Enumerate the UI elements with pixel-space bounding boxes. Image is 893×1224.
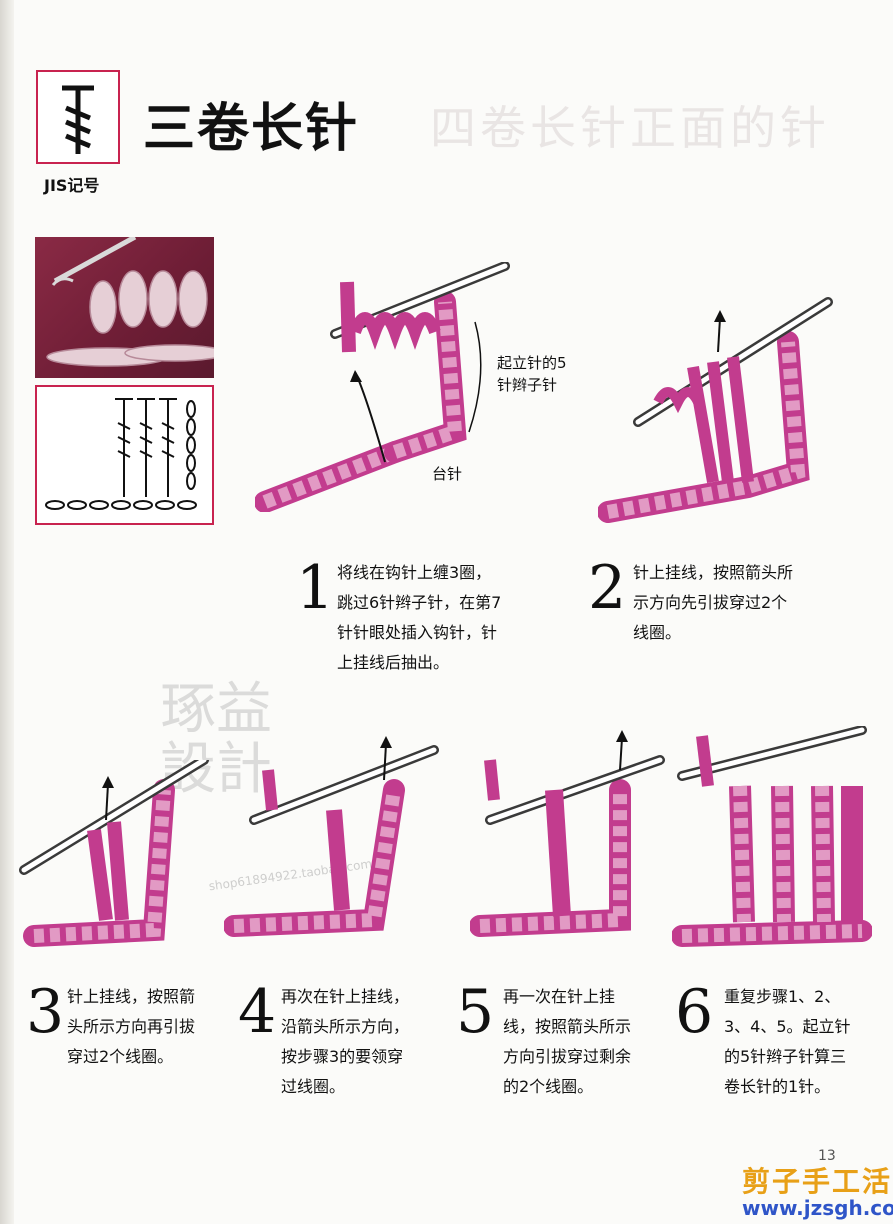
step-number-2: 2 — [588, 553, 627, 623]
page-number: 13 — [818, 1148, 836, 1164]
step-number-1: 1 — [296, 553, 335, 623]
step-text-3: 针上挂线，按照箭 头所示方向再引拔 穿过2个线圈。 — [67, 987, 196, 1066]
stitch-photo — [35, 237, 214, 378]
base-stitch-label: 台针 — [432, 465, 463, 483]
step3-illustration — [14, 755, 210, 950]
step-text-2: 针上挂线，按照箭头所 示方向先引拔穿过2个 线圈。 — [633, 563, 794, 642]
book-binding-shadow — [0, 0, 14, 1224]
watermark-site-name: 剪子手工活 — [742, 1165, 893, 1198]
bleed-through-text: 四卷长针正面的针 — [430, 101, 830, 155]
watermark-seal: 琢益 設計 — [160, 677, 272, 802]
step-number-6: 6 — [675, 977, 714, 1047]
step-number-5: 5 — [456, 977, 495, 1047]
step6-illustration — [671, 725, 873, 952]
step1-illustration — [254, 261, 555, 513]
step5-illustration — [469, 730, 670, 950]
stand-chain-label: 起立针的5 针辫子针 — [497, 354, 567, 394]
stitch-chart-diagram — [35, 385, 214, 525]
step-text-1: 将线在钩针上缠3圈， 跳过6针辫子针，在第7 针针眼处插入钩针，针 上挂线后抽出… — [337, 563, 502, 672]
step-number-3: 3 — [26, 977, 65, 1047]
step4-illustration — [223, 730, 444, 950]
jis-label: JIS记号 — [44, 176, 100, 195]
treble-crochet-symbol-icon — [62, 85, 94, 154]
step-text-5: 再一次在针上挂 线，按照箭头所示 方向引拔穿过剩余 的2个线圈。 — [503, 987, 632, 1096]
page-title: 三卷长针 — [143, 99, 360, 159]
jis-symbol-box — [36, 70, 120, 164]
step-text-6: 重复步骤1、2、 3、4、5。起立针 的5针辫子针算三 卷长针的1针。 — [724, 987, 851, 1096]
watermark-url: www.jzsgh.com — [742, 1196, 893, 1220]
step-text-4: 再次在针上挂线， 沿箭头所示方向， 按步骤3的要领穿 过线圈。 — [281, 987, 410, 1096]
step-number-4: 4 — [238, 977, 277, 1047]
step2-illustration — [597, 282, 848, 532]
